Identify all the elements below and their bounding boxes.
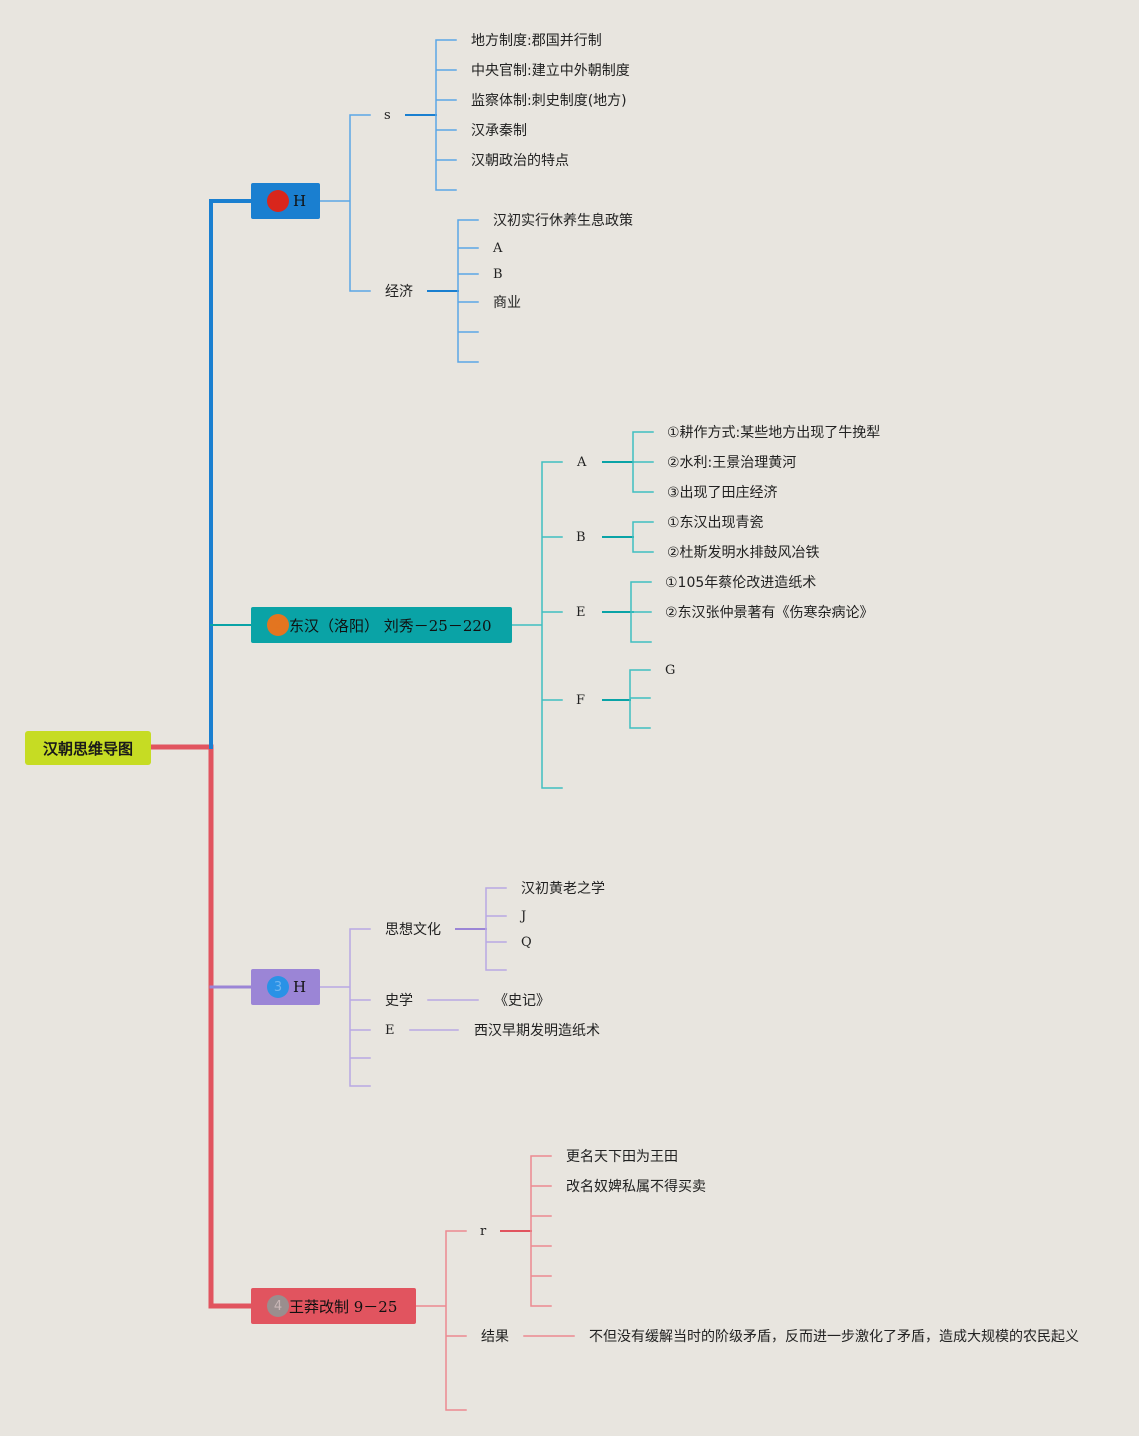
subtopic-label[interactable]: E	[385, 1023, 395, 1038]
t2-e-leaves	[630, 581, 652, 643]
topic-label: 王莽改制 9－25	[289, 1297, 398, 1316]
leaf-item[interactable]: A	[493, 241, 503, 256]
subtopic-label[interactable]: F	[576, 693, 586, 708]
t2-a-leaves	[632, 431, 654, 493]
leaf-item[interactable]: 地方制度:郡国并行制	[471, 33, 602, 49]
subtopic-label[interactable]: A	[577, 455, 587, 470]
trunk-red	[148, 744, 254, 1309]
topic-node-2[interactable]: 2 东汉（洛阳） 刘秀－25－220	[251, 607, 512, 643]
topic-number-badge: 2	[267, 614, 289, 636]
t2-branches	[511, 461, 563, 789]
t1-s-leaves	[435, 39, 457, 191]
topic-node-4[interactable]: 4 王莽改制 9－25	[251, 1288, 416, 1324]
topic-label: 东汉（洛阳） 刘秀－25－220	[289, 616, 492, 635]
leaf-item[interactable]: 商业	[493, 295, 521, 311]
t1-econ-leaves	[457, 219, 479, 363]
leaf-item[interactable]: 汉承秦制	[471, 123, 527, 139]
leaf-item[interactable]: 汉初黄老之学	[521, 881, 605, 897]
t1-branches	[319, 114, 371, 292]
topic-node-1[interactable]: 1 H	[251, 183, 320, 219]
trunk-blue	[209, 199, 253, 749]
topic-number-badge: 1	[267, 190, 289, 212]
leaf-item[interactable]: 中央官制:建立中外朝制度	[471, 63, 630, 79]
root-label: 汉朝思维导图	[42, 739, 133, 758]
t2-b-leaves	[632, 521, 654, 553]
leaf-item[interactable]: 不但没有缓解当时的阶级矛盾，反而进一步激化了矛盾，造成大规模的农民起义	[589, 1329, 1079, 1345]
topic-number-badge: 4	[267, 1295, 289, 1317]
leaf-item[interactable]: 汉朝政治的特点	[471, 153, 569, 169]
subtopic-label[interactable]: E	[576, 605, 586, 620]
subtopic-label[interactable]: 思想文化	[385, 922, 441, 938]
leaf-item[interactable]: 《史记》	[494, 993, 550, 1009]
leaf-item[interactable]: ②水利:王景治理黄河	[667, 455, 797, 471]
leaf-item[interactable]: B	[493, 267, 503, 282]
subtopic-label[interactable]: 史学	[385, 993, 413, 1009]
leaf-item[interactable]: ①耕作方式:某些地方出现了牛挽犁	[667, 425, 881, 441]
leaf-item[interactable]: ②杜斯发明水排鼓风冶铁	[667, 545, 820, 561]
subtopic-label[interactable]: s	[384, 108, 391, 123]
topic-label: H	[293, 192, 307, 210]
t2-links	[602, 461, 634, 701]
t4-branches	[415, 1230, 467, 1411]
t4-r-leaves	[530, 1155, 552, 1307]
subtopic-label[interactable]: 结果	[481, 1329, 509, 1345]
subtopic-label[interactable]: 经济	[385, 284, 413, 300]
t3-thought-leaves	[485, 887, 507, 971]
leaf-item[interactable]: G	[665, 663, 676, 678]
t3-history-links	[409, 999, 479, 1031]
subtopic-label[interactable]: B	[576, 530, 586, 545]
leaf-item[interactable]: 更名天下田为王田	[566, 1149, 678, 1165]
leaf-item[interactable]: 西汉早期发明造纸术	[474, 1023, 600, 1039]
leaf-item[interactable]: Q	[521, 935, 532, 950]
topic-node-3[interactable]: 3 H	[251, 969, 320, 1005]
t2-f-leaves	[629, 669, 651, 729]
subtopic-label[interactable]: r	[480, 1224, 487, 1239]
topic-number-badge: 3	[267, 976, 289, 998]
leaf-item[interactable]: ③出现了田庄经济	[667, 485, 778, 501]
topic-label: H	[293, 978, 307, 996]
leaf-item[interactable]: 监察体制:刺史制度(地方)	[471, 93, 627, 109]
leaf-item[interactable]: ①东汉出现青瓷	[667, 515, 764, 531]
t3-branches	[319, 928, 371, 1087]
root-node[interactable]: 汉朝思维导图	[25, 731, 151, 765]
leaf-item[interactable]: ②东汉张仲景著有《伤寒杂病论》	[665, 605, 874, 621]
leaf-item[interactable]: J	[521, 909, 527, 924]
leaf-item[interactable]: ①105年蔡伦改进造纸术	[665, 575, 817, 591]
leaf-item[interactable]: 汉初实行休养生息政策	[493, 213, 633, 229]
leaf-item[interactable]: 改名奴婢私属不得买卖	[566, 1179, 706, 1195]
